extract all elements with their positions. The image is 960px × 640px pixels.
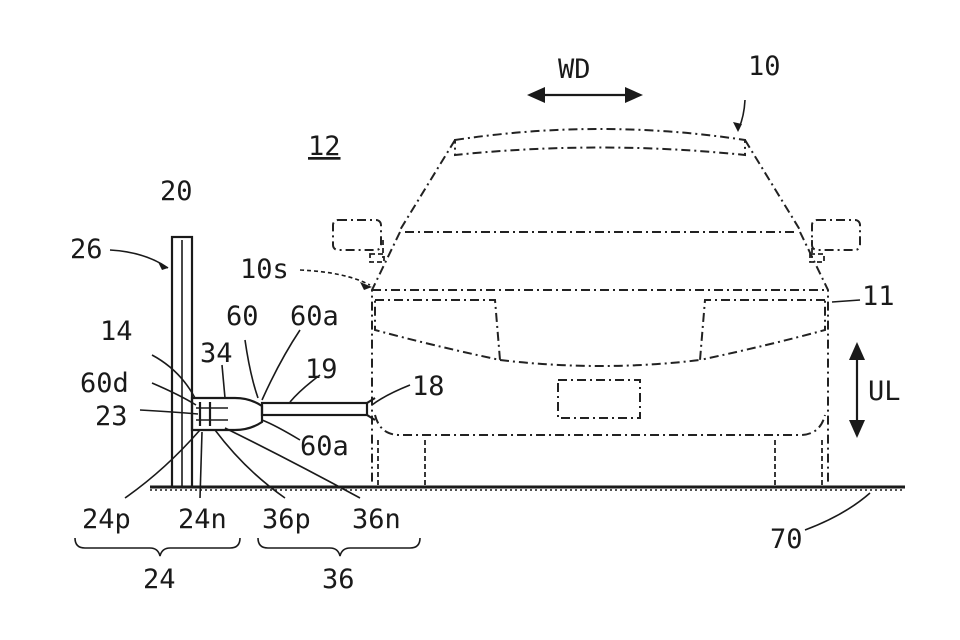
- label-terminal-36p: 36p: [262, 504, 311, 535]
- label-ground: 70: [770, 524, 803, 555]
- label-charger-arrow: 26: [70, 234, 103, 265]
- charger-pole: [170, 235, 194, 489]
- connector-assembly: [190, 396, 376, 432]
- width-direction-arrow: [527, 87, 643, 103]
- label-vehicle-side: 10s: [240, 254, 289, 285]
- label-terminal-24n: 24n: [178, 504, 227, 535]
- label-vehicle: 10: [748, 51, 781, 82]
- label-charger: 20: [160, 176, 193, 207]
- label-part-60d: 60d: [80, 368, 129, 399]
- label-width-direction: WD: [558, 54, 591, 85]
- leader-lines: [109, 99, 871, 531]
- brace-24: [74, 537, 241, 557]
- label-part-60: 60: [226, 301, 259, 332]
- brace-36: [257, 537, 421, 557]
- label-terminal-24p: 24p: [82, 504, 131, 535]
- ground-line: [150, 485, 905, 491]
- label-terminal-36n: 36n: [352, 504, 401, 535]
- label-part-19: 19: [305, 354, 338, 385]
- label-system: 12: [308, 131, 341, 162]
- label-group-24: 24: [143, 564, 176, 595]
- label-part-60a-top: 60a: [290, 301, 339, 332]
- up-down-arrow: [849, 342, 865, 438]
- label-part-23: 23: [95, 401, 128, 432]
- vehicle-outline: [332, 128, 861, 485]
- label-part-34: 34: [200, 338, 233, 369]
- label-part-14: 14: [100, 316, 133, 347]
- label-part-60a-bottom: 60a: [300, 431, 349, 462]
- label-up-down: UL: [868, 376, 901, 407]
- label-group-36: 36: [322, 564, 355, 595]
- label-vehicle-right: 11: [862, 281, 895, 312]
- label-part-18: 18: [412, 371, 445, 402]
